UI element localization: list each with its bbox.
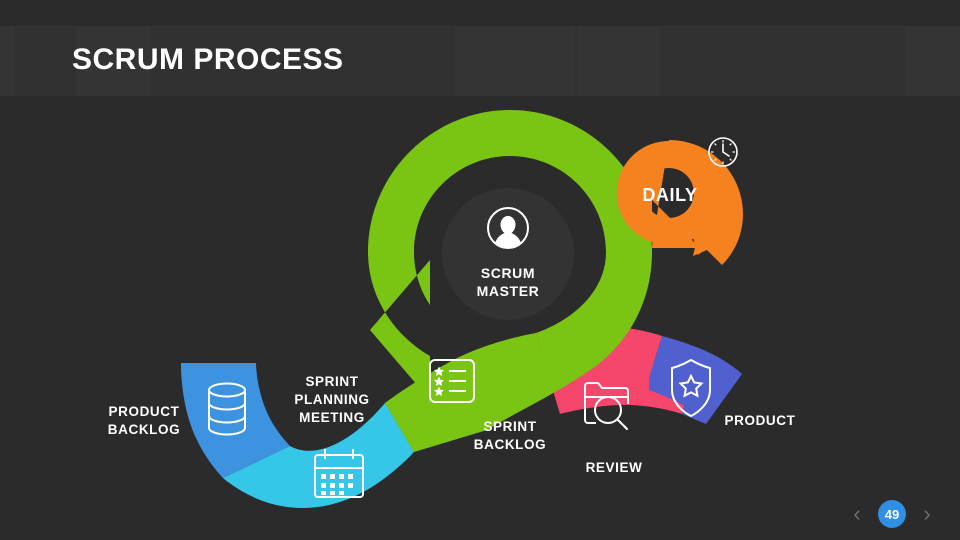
folder-search-icon <box>584 382 629 430</box>
header-block-2 <box>76 26 150 96</box>
page-title: SCRUM PROCESS <box>72 43 344 76</box>
spiral-green-arc[interactable] <box>368 110 652 400</box>
label-product-backlog: PRODUCT BACKLOG <box>107 404 181 437</box>
label-sprint-planning-meeting: SPRINT PLANNING MEETING <box>294 374 370 425</box>
spiral-green-tail <box>385 348 596 452</box>
user-avatar-icon <box>487 207 529 249</box>
label-product: PRODUCT <box>724 413 796 428</box>
checklist-star-icon <box>429 359 475 403</box>
shield-star-icon <box>671 358 711 418</box>
ribbon-segment-product-fill <box>649 372 706 424</box>
prev-slide-chevron-icon[interactable]: ‹ <box>853 501 861 526</box>
database-stack-icon <box>208 382 246 436</box>
label-review: REVIEW <box>585 460 643 475</box>
center-label: SCRUM MASTER <box>476 265 540 299</box>
page-number-badge[interactable]: 49 <box>878 500 906 528</box>
pager: ‹ 49 › <box>846 500 938 528</box>
header-band <box>0 26 960 96</box>
next-slide-chevron-icon[interactable]: › <box>923 501 931 526</box>
center-circle[interactable] <box>442 188 574 320</box>
header-block-1 <box>0 26 14 96</box>
daily-arrowhead <box>687 216 735 255</box>
clock-icon <box>708 137 738 167</box>
header-block-5 <box>905 26 960 96</box>
calendar-icon <box>314 449 364 498</box>
ribbon-segment-product[interactable] <box>649 336 742 424</box>
header-block-3 <box>455 26 575 96</box>
daily-label: DAILY <box>642 185 698 205</box>
label-sprint-backlog: SPRINT BACKLOG <box>473 419 547 452</box>
header-block-4 <box>578 26 660 96</box>
